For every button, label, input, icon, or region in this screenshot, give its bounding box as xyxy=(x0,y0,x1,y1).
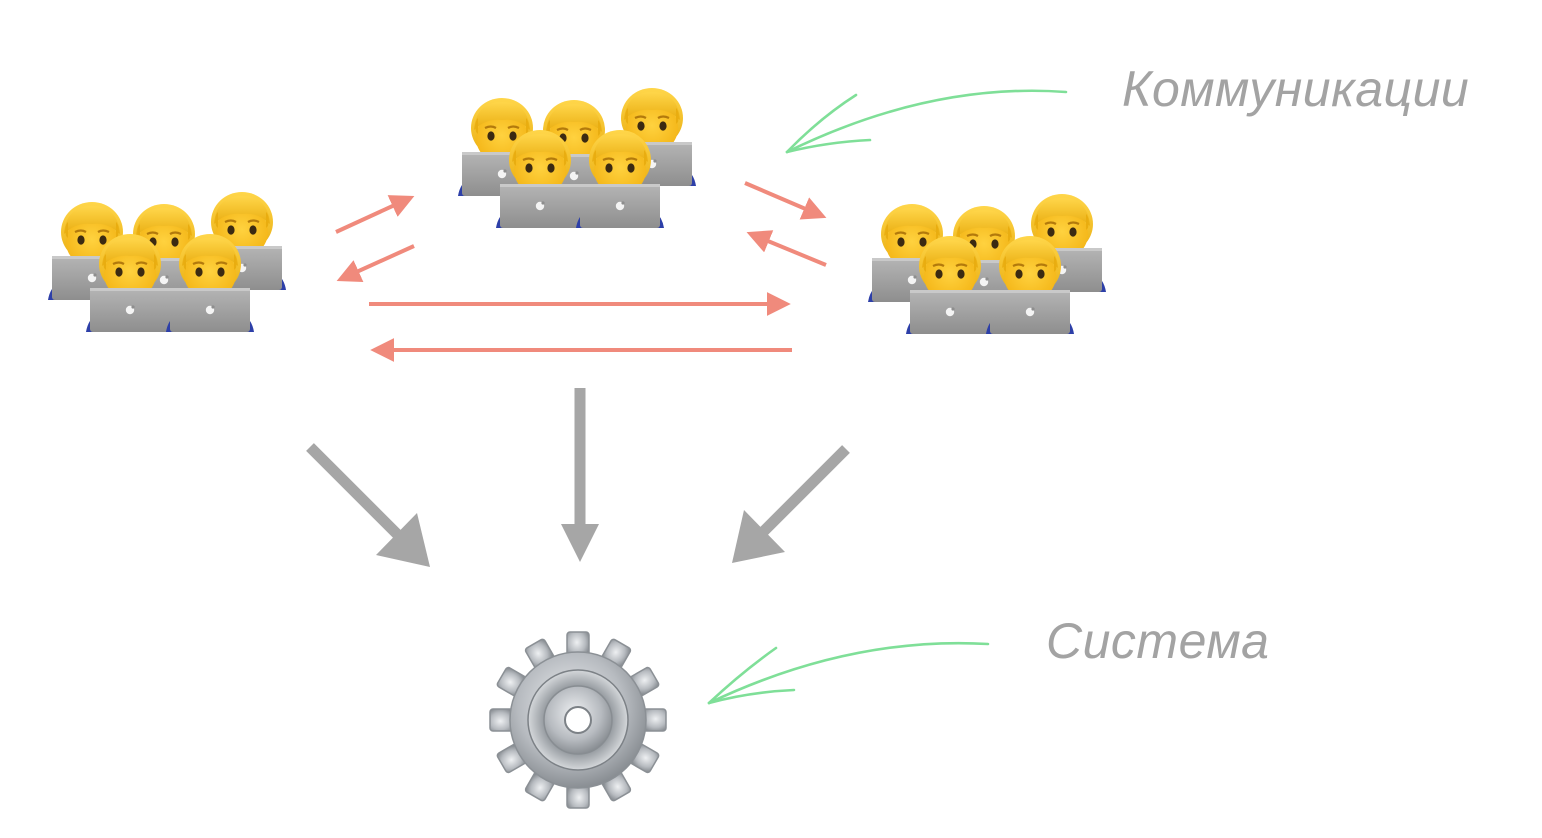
team-left xyxy=(48,192,286,332)
arrow-right-to-top xyxy=(746,230,827,267)
arrow-top-to-right xyxy=(744,181,827,220)
arrow-top-team-to-system xyxy=(561,388,599,562)
team-right xyxy=(868,194,1106,334)
annotation-arrow-communications xyxy=(785,89,1068,154)
team-top xyxy=(458,88,696,228)
system-label: Система xyxy=(1046,613,1270,669)
annotation-arrow-system xyxy=(707,641,990,705)
arrow-top-to-left xyxy=(336,244,415,283)
arrow-left-team-to-system xyxy=(306,443,430,567)
communications-label: Коммуникации xyxy=(1122,61,1470,117)
arrow-left-to-top xyxy=(335,195,415,234)
gear-icon xyxy=(489,631,667,809)
communication-arrows xyxy=(335,181,827,362)
contribution-arrows xyxy=(306,388,850,567)
arrow-right-team-to-system xyxy=(732,445,850,563)
